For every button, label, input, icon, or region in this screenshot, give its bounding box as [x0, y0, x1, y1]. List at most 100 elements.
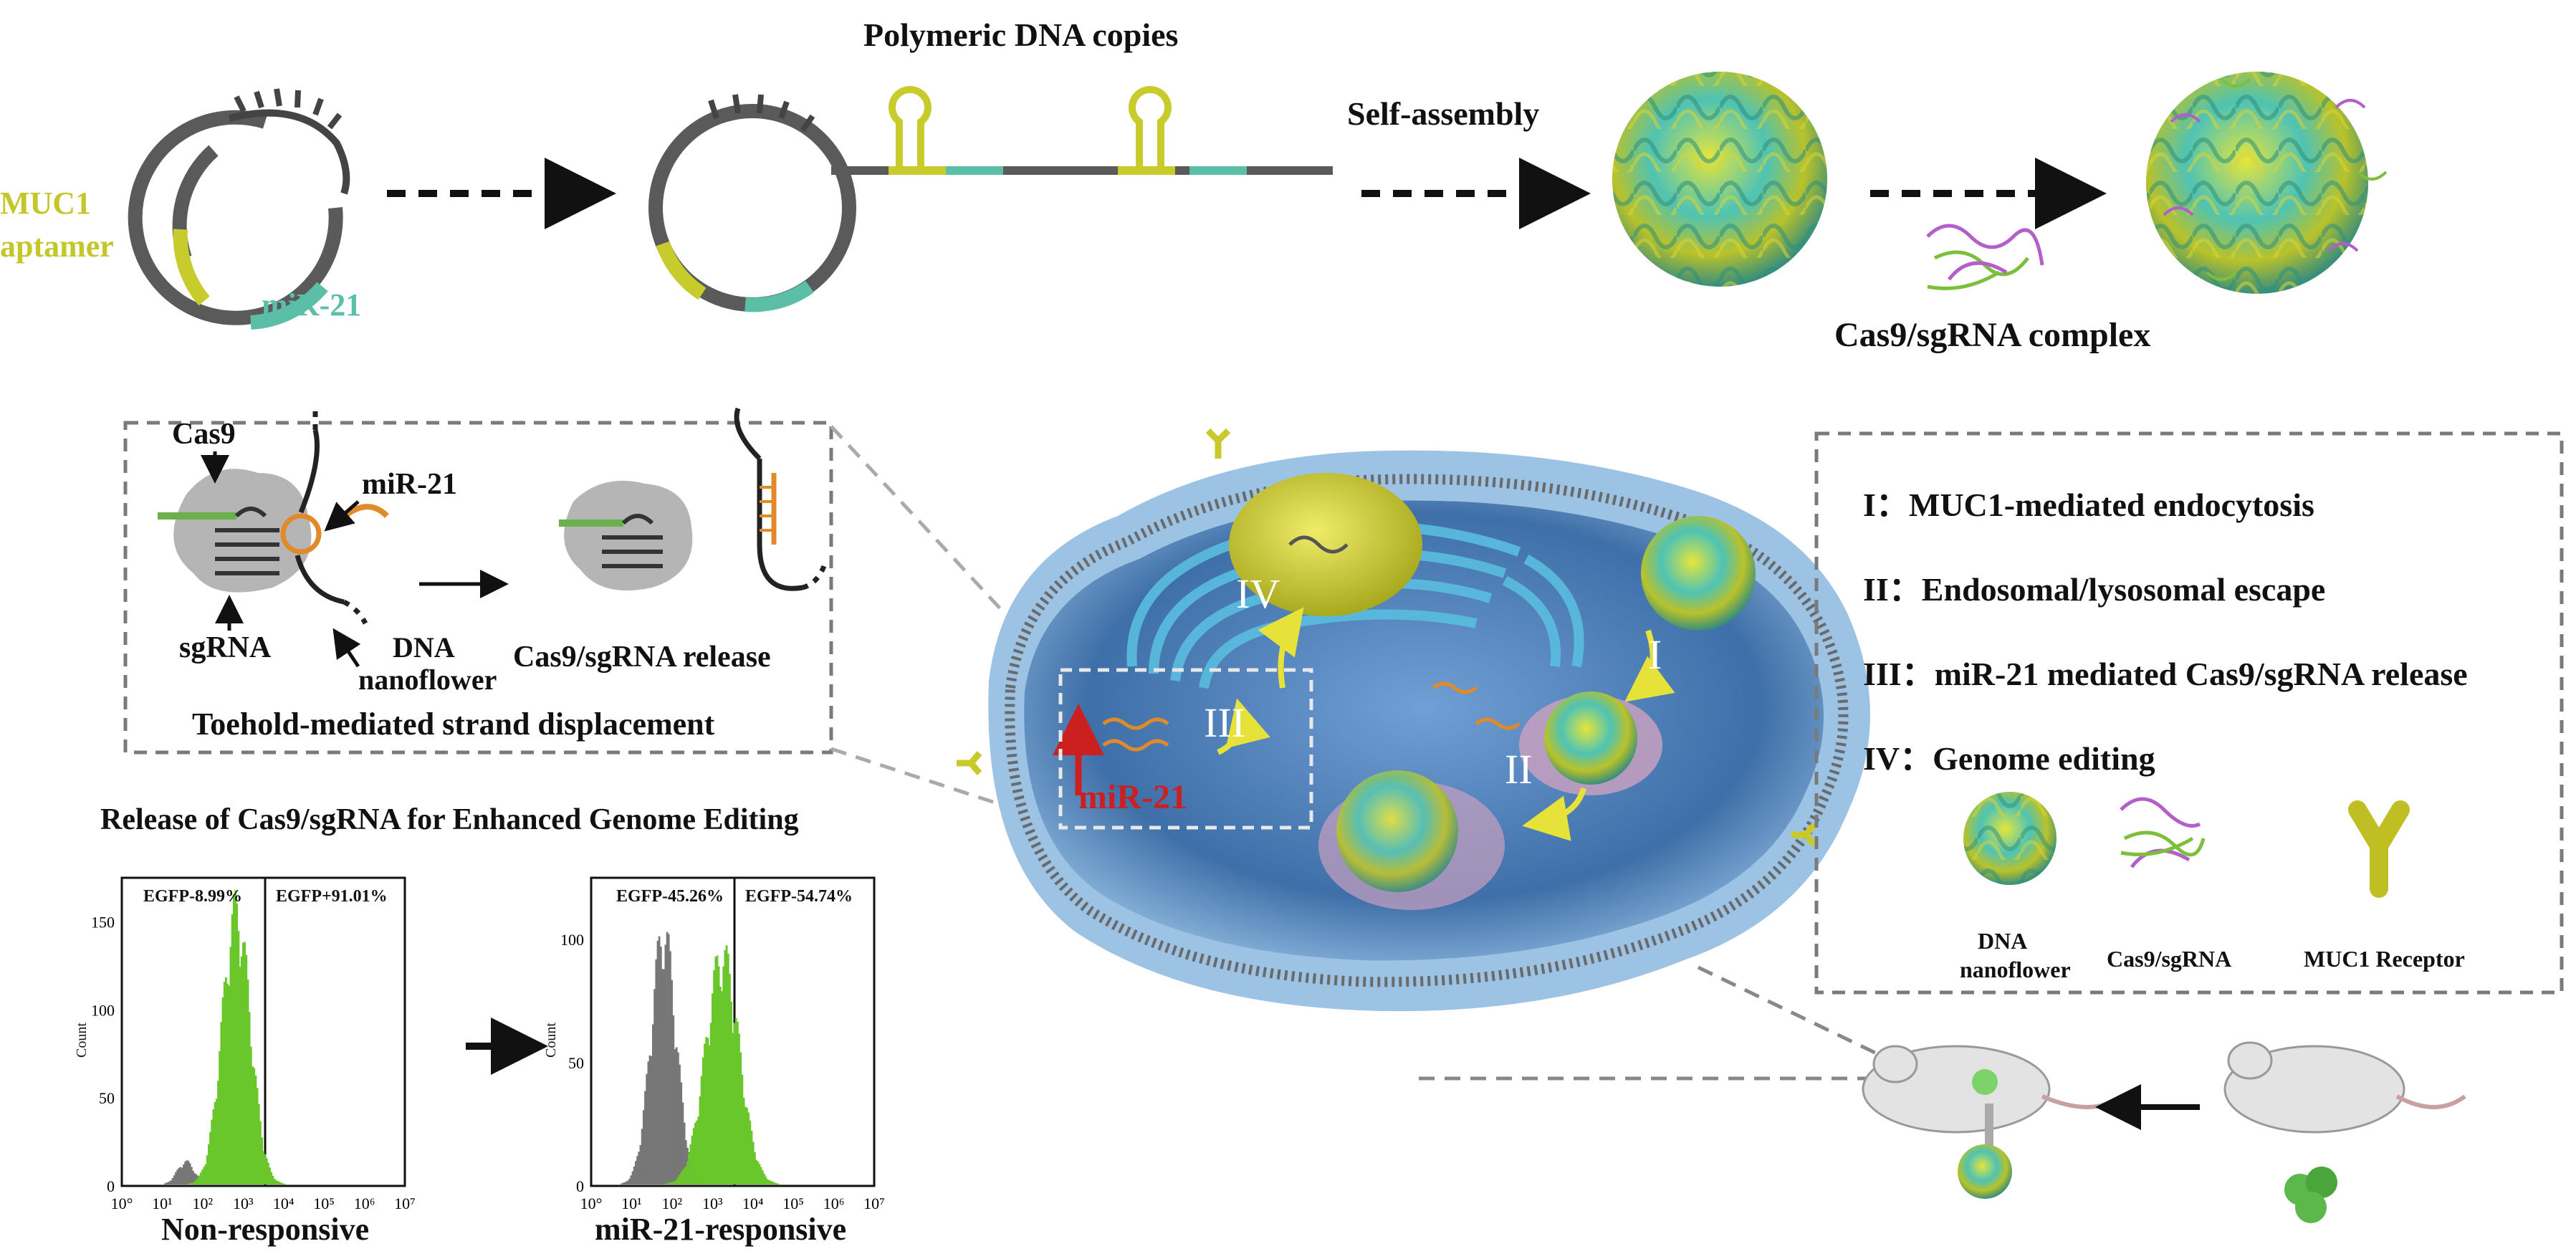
- histogram-bin: [176, 1169, 179, 1184]
- histogram-bin: [650, 1055, 653, 1184]
- legend-nanoflower-label: nanoflower: [1960, 957, 2071, 982]
- x-tick-label: 10²: [662, 1195, 683, 1212]
- histogram-bin: [741, 1074, 744, 1184]
- histogram-bin: [655, 959, 658, 1184]
- histogram-bin: [659, 947, 662, 1184]
- histogram-bin: [666, 1183, 669, 1184]
- histogram-bin: [669, 951, 671, 1184]
- right-pos-gate: EGFP-54.74%: [745, 887, 853, 906]
- histogram-bin: [163, 1183, 166, 1184]
- x-tick-label: 10°: [111, 1195, 133, 1212]
- histogram-bin: [742, 1097, 745, 1184]
- histogram-bin: [648, 1055, 651, 1184]
- histogram-bin: [774, 1182, 777, 1184]
- x-tick-label: 10⁶: [354, 1195, 375, 1212]
- cas9-sgrna-complex-icon: [1926, 224, 2044, 290]
- histogram-bin: [652, 1024, 654, 1184]
- histogram-bin: [200, 1172, 202, 1184]
- histogram-bin: [240, 956, 243, 1184]
- legend-item-4: IV：Genome editing: [1863, 740, 2155, 777]
- histogram-bin: [675, 1179, 678, 1184]
- histogram-bin: [684, 1140, 687, 1184]
- mir21-pointer: [324, 500, 360, 532]
- histogram-bin: [193, 1173, 196, 1184]
- histogram-bin: [667, 1182, 670, 1184]
- left-pos-gate: EGFP+91.01%: [276, 887, 388, 906]
- histogram-bin: [167, 1182, 169, 1184]
- histogram-bin: [641, 1129, 643, 1184]
- histogram-bin: [173, 1175, 176, 1184]
- cas9-protein-shape-2: [559, 407, 827, 591]
- histogram-bin: [239, 967, 241, 1184]
- histogram-bin: [732, 1033, 734, 1184]
- zoom-line-top: [830, 425, 1062, 675]
- histogram-bin: [746, 1108, 748, 1184]
- circular-template-1: [128, 88, 350, 330]
- histogram-bin: [642, 1110, 645, 1184]
- toehold-title: Toehold-mediated strand displacement: [192, 707, 715, 742]
- y-tick-label: 50: [99, 1089, 115, 1107]
- histogram-bin: [168, 1181, 171, 1184]
- histogram-bin: [713, 970, 715, 1184]
- cell-to-mouse-line-2: [1697, 965, 1907, 1070]
- histogram-bin: [212, 1109, 215, 1184]
- histogram-bin: [752, 1141, 755, 1184]
- histogram-bin: [181, 1167, 183, 1184]
- x-tick-label: 10⁷: [863, 1195, 885, 1212]
- histogram-bin: [259, 1121, 262, 1184]
- histogram-bin: [661, 969, 664, 1184]
- histogram-bin: [186, 1160, 188, 1184]
- stage-i-label: I: [1648, 631, 1662, 678]
- stage-iv-label: IV: [1236, 570, 1280, 617]
- histogram-bin: [681, 1102, 684, 1184]
- histogram-bin: [254, 1075, 257, 1184]
- histogram-bin: [744, 1106, 747, 1184]
- histogram-bin: [730, 1001, 732, 1184]
- right-caption: miR-21-responsive: [595, 1212, 847, 1247]
- legend-cas9-icon: [2120, 797, 2206, 868]
- x-tick-label: 10⁵: [782, 1195, 804, 1212]
- inset-sgrna-label: sgRNA: [179, 631, 272, 664]
- histogram-bin: [273, 1179, 276, 1184]
- histogram-bin: [755, 1160, 757, 1184]
- histogram-bin: [257, 1104, 260, 1184]
- histogram-bin: [242, 942, 244, 1184]
- histogram-bin: [201, 1169, 204, 1184]
- histogram-bin: [214, 1102, 216, 1184]
- histogram-bin: [749, 1120, 752, 1184]
- histogram-bin: [760, 1167, 762, 1184]
- treated-mouse-icon: [1862, 1045, 2122, 1199]
- histogram-bin: [727, 953, 729, 1184]
- inset-dna-label: DNA: [393, 631, 455, 664]
- stage-iii-label: III: [1204, 699, 1245, 746]
- histogram-bin: [696, 1120, 698, 1184]
- histogram-bin: [704, 1043, 706, 1184]
- histogram-bin: [765, 1177, 767, 1184]
- histogram-bin: [724, 949, 727, 1184]
- polymeric-dna-label: Polymeric DNA copies: [863, 16, 1179, 53]
- histogram-bin: [708, 1045, 711, 1184]
- legend-cas9-label: Cas9/sgRNA: [2107, 946, 2232, 972]
- histogram-bin: [192, 1171, 194, 1184]
- histogram-bin: [264, 1154, 267, 1184]
- histogram-bin: [705, 1037, 708, 1184]
- histogram-bin: [681, 1169, 684, 1184]
- histogram-bin: [281, 1183, 284, 1184]
- histogram-bin: [217, 1081, 219, 1184]
- inset-nanoflower-label: nanoflower: [358, 664, 497, 696]
- histogram-bin: [261, 1137, 263, 1184]
- histogram-bin: [674, 1181, 676, 1184]
- histogram-bin: [237, 931, 240, 1184]
- histogram-bin: [671, 980, 673, 1184]
- muc1-label: MUC1: [0, 186, 92, 221]
- histogram-bin: [187, 1161, 190, 1184]
- histogram-bin: [625, 1181, 628, 1184]
- histogram-bin: [747, 1112, 750, 1184]
- histogram-bin: [248, 1012, 251, 1184]
- histogram-bin: [766, 1179, 769, 1184]
- y-tick-label: 50: [568, 1054, 584, 1072]
- histogram-bin: [639, 1145, 642, 1184]
- histogram-bin: [734, 1018, 737, 1184]
- histogram-bin: [725, 945, 728, 1184]
